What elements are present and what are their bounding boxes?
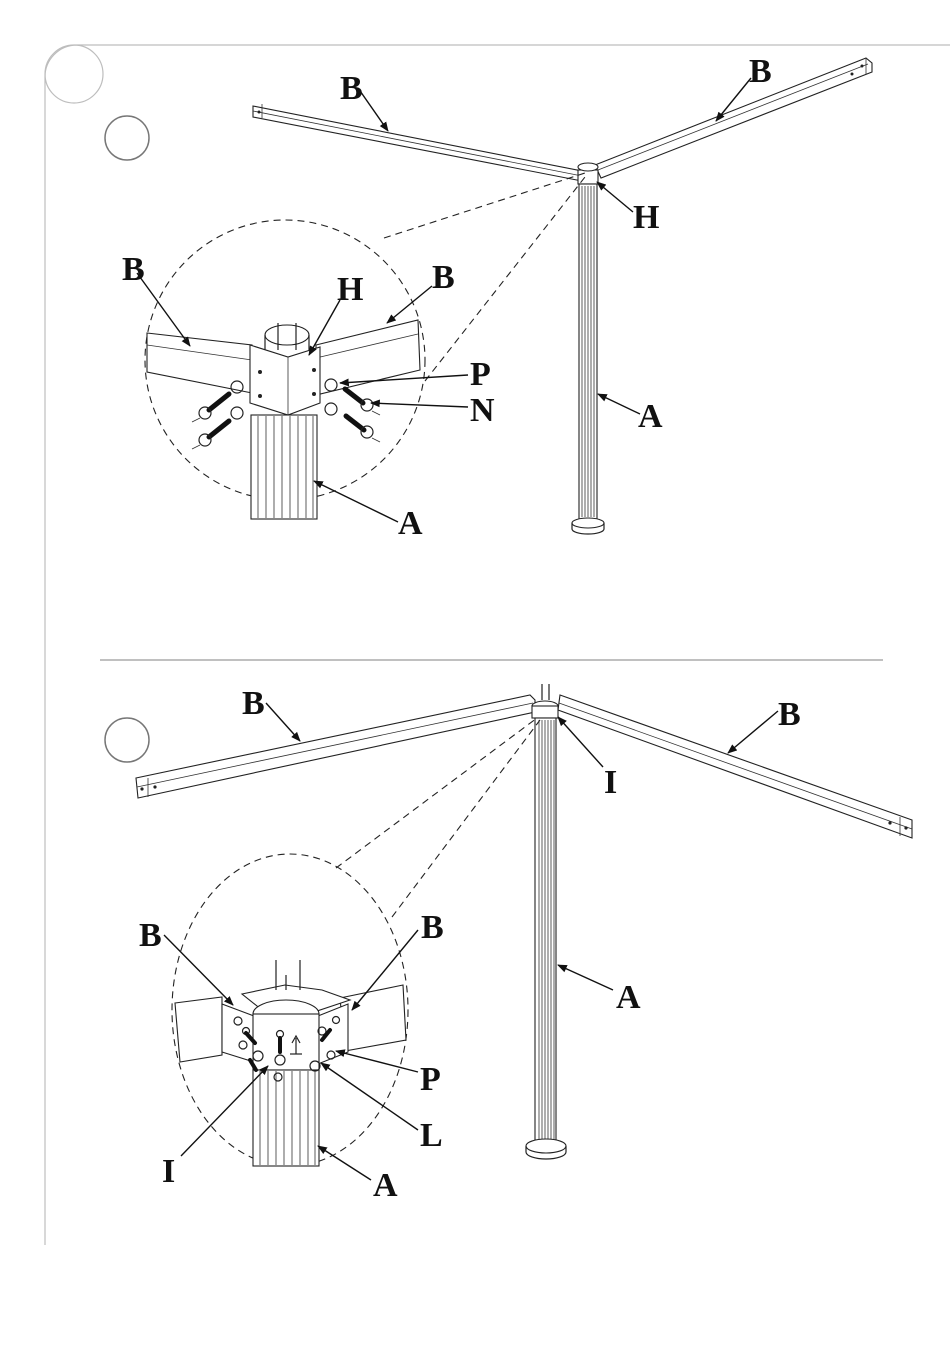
step-2-detail-label-beam-left: B [139,917,162,954]
step-2-post [526,684,566,1159]
step-2-label-post: A [616,979,641,1016]
step-2: B B I A B B P L I A [105,684,912,1204]
step-1-beam-left [253,104,587,182]
step-1-detail-label-hub: H [337,271,363,308]
step-1-label-beam-right: B [749,53,772,90]
step-1-detail-view [145,173,585,519]
step-1-label-washer: P [470,356,491,393]
step-1-label-bolt: N [470,392,495,429]
page-frame [45,45,950,1245]
step-1-detail-label-post: A [398,505,423,542]
step-2-label-washer: P [420,1061,441,1098]
page-corner-circle [45,45,103,103]
step-2-detail-label-post: A [373,1167,398,1204]
step-1-detail-label-beam-right: B [432,259,455,296]
step-2-beam-left [136,695,535,798]
step-1-beam-right [595,58,872,178]
step-1: B B H A B B H P N A [105,53,872,542]
step-1-number-circle [105,116,149,160]
step-1-label-beam-left: B [340,70,363,107]
step-1-detail-label-beam-left: B [122,251,145,288]
step-2-detail-label-beam-right: B [421,909,444,946]
step-2-detail-view [172,718,540,1166]
step-2-label-beam-right: B [778,696,801,733]
step-2-label-screw: L [420,1117,443,1154]
step-1-label-hub: H [633,199,659,236]
step-1-post [572,163,604,534]
step-2-label-beam-left: B [242,685,265,722]
step-2-detail-label-cap: I [162,1153,175,1190]
step-2-label-cap: I [604,764,617,801]
step-1-label-post: A [638,398,663,435]
step-2-number-circle [105,718,149,762]
